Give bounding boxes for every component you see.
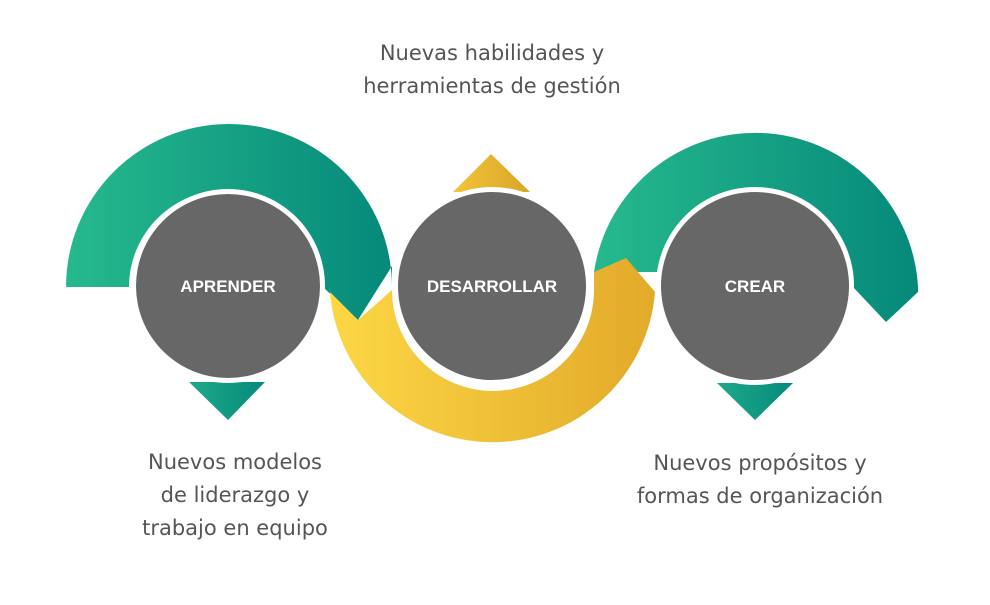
node-label-desarrollar: DESARROLLAR <box>427 277 557 296</box>
caption-left-line-1: Nuevos modelos <box>147 450 322 474</box>
right-arc <box>594 132 918 322</box>
caption-right-line-1: Nuevos propósitos y <box>653 451 867 475</box>
caption-right: Nuevos propósitos y formas de organizaci… <box>590 447 930 513</box>
caption-top: Nuevas habilidades y herramientas de ges… <box>292 37 692 103</box>
node-desarrollar: DESARROLLAR <box>393 187 591 385</box>
middle-arc <box>330 258 655 443</box>
node-aprender: APRENDER <box>131 189 325 383</box>
caption-top-line-1: Nuevas habilidades y <box>379 41 605 65</box>
node-crear: CREAR <box>656 187 854 385</box>
caption-left-line-2: de liderazgo y <box>160 483 310 507</box>
caption-top-line-2: herramientas de gestión <box>363 74 621 98</box>
left-arrow-triangle <box>189 382 265 420</box>
caption-right-line-2: formas de organización <box>636 484 884 508</box>
top-arrow-triangle <box>453 154 530 192</box>
node-label-crear: CREAR <box>725 277 785 296</box>
left-arc <box>66 124 392 320</box>
caption-left-line-3: trabajo en equipo <box>142 516 328 540</box>
caption-left: Nuevos modelos de liderazgo y trabajo en… <box>80 446 390 545</box>
right-arrow-triangle <box>717 383 793 420</box>
node-label-aprender: APRENDER <box>180 277 275 296</box>
